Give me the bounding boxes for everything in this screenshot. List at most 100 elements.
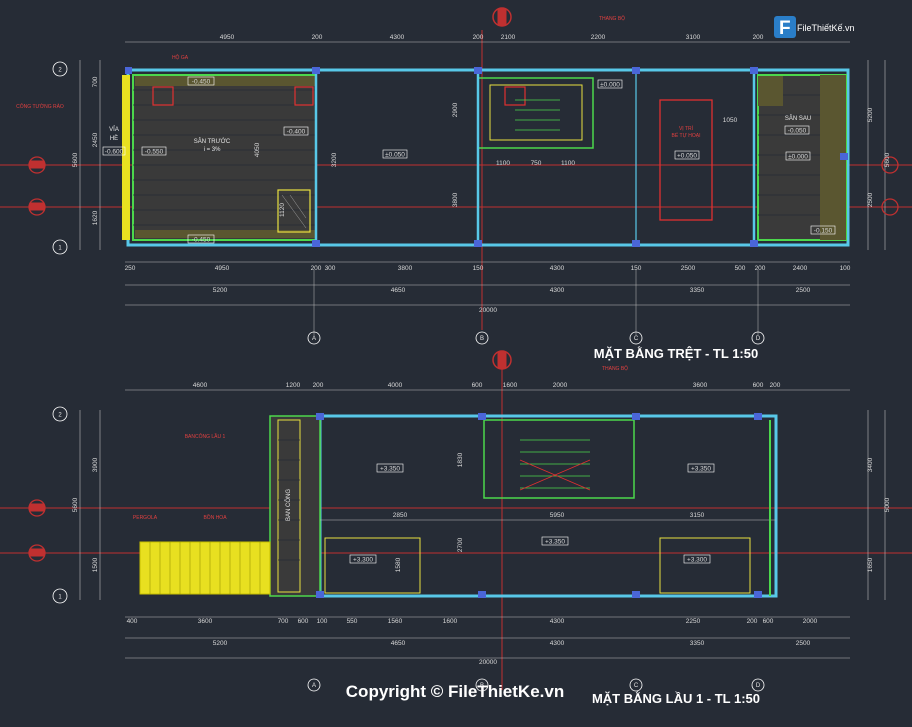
dim2-b1-7: 1560 xyxy=(388,618,403,625)
dim2-b1-6: 550 xyxy=(347,618,358,625)
grid-col-B-lower: B xyxy=(480,683,484,689)
dim-top-2: 200 xyxy=(312,34,323,41)
dim2-b1-5: 100 xyxy=(317,618,328,625)
dim2-top-6: 1600 xyxy=(503,382,518,389)
room-pergola: PERGOLA xyxy=(133,515,158,521)
site-logo: F FileThiếtKế.vn xyxy=(774,16,855,39)
ground-floor-plan: 2 1 A B C D 4950 200 4300 200 2100 2200 … xyxy=(0,7,912,361)
dim-left-total: 5600 xyxy=(72,152,79,167)
dim-b2-2: 4650 xyxy=(391,287,406,294)
inner-dim-6: 3200 xyxy=(331,152,338,167)
logo-brand-text: FileThiếtKế.vn xyxy=(797,23,855,33)
dim-top-1: 4950 xyxy=(220,34,235,41)
level-8: ±0.000 xyxy=(788,154,808,161)
grid-col-D: D xyxy=(756,336,761,342)
inner-dim-2: 750 xyxy=(531,160,542,167)
dim-top-8: 200 xyxy=(753,34,764,41)
dim-b2-1: 5200 xyxy=(213,287,228,294)
dim-b1-10: 500 xyxy=(735,265,746,272)
dim-b1-3: 200 xyxy=(311,265,322,272)
level-9: -0.150 xyxy=(814,228,833,235)
grid-col-C: C xyxy=(634,336,639,342)
dim2-b1-12: 600 xyxy=(763,618,774,625)
dim-b1-7: 4300 xyxy=(550,265,565,272)
note-stair: THANG BỘ xyxy=(599,15,625,22)
dim2-top-1: 4600 xyxy=(193,382,208,389)
dim-b2-4: 3350 xyxy=(690,287,705,294)
dim2-top-4: 4000 xyxy=(388,382,403,389)
inner2-dim-4: 2700 xyxy=(457,537,464,552)
septic-label-2: BỂ TỰ HOẠI xyxy=(672,132,701,139)
dim-left-3: 1620 xyxy=(92,210,99,225)
dim2-b1-1: 400 xyxy=(127,618,138,625)
dim-b1-9: 2500 xyxy=(681,265,696,272)
inner2-dim-6: 1580 xyxy=(395,557,402,572)
dim2-top-10: 200 xyxy=(770,382,781,389)
dim-total: 20000 xyxy=(479,307,497,314)
dim2-top-5: 600 xyxy=(472,382,483,389)
dim2-b2-4: 3350 xyxy=(690,640,705,647)
inner-dim-7: 2900 xyxy=(452,102,459,117)
dim-b1-4: 300 xyxy=(325,265,336,272)
dim2-b1-11: 200 xyxy=(747,618,758,625)
grid-col-A-lower: A xyxy=(312,683,316,689)
dim2-total: 20000 xyxy=(479,659,497,666)
dim-top-7: 3100 xyxy=(686,34,701,41)
dim-b2-3: 4300 xyxy=(550,287,565,294)
inner-dim-3: 1100 xyxy=(561,160,575,167)
level2-3: +3.350 xyxy=(691,466,711,473)
level-6: ±0.050 xyxy=(385,152,405,159)
dim2-left-1: 3900 xyxy=(92,457,99,472)
dim-left-1: 700 xyxy=(92,76,99,87)
dim2-b1-8: 1600 xyxy=(443,618,458,625)
dim2-b2-2: 4650 xyxy=(391,640,406,647)
dim-right-total: 5600 xyxy=(884,152,891,167)
grid-col-A: A xyxy=(312,336,316,342)
dim-top-5: 2100 xyxy=(501,34,516,41)
dim-b2-5: 2500 xyxy=(796,287,811,294)
sidewalk-label-1: VỈA xyxy=(109,126,119,133)
logo-mark-icon: F xyxy=(779,18,791,39)
septic-label-1: VỊ TRÍ xyxy=(679,125,694,132)
level2-5: +3.300 xyxy=(687,557,707,564)
dim2-right-2: 1650 xyxy=(867,557,874,572)
first-floor-title: MẶT BẰNG LẦU 1 - TL 1:50 xyxy=(592,691,760,706)
front-yard-slope: i = 3% xyxy=(204,147,222,153)
dim2-top-7: 2000 xyxy=(553,382,568,389)
level2-4: +3.300 xyxy=(353,557,373,564)
copyright-watermark: Copyright © FileThietKe.vn xyxy=(346,682,564,701)
note-fence: CÔNG TƯỜNG RÀO xyxy=(16,103,64,110)
level-4: -0.550 xyxy=(145,149,164,156)
dim-b1-1: 250 xyxy=(125,265,136,272)
dim2-right-total: 5000 xyxy=(884,497,891,512)
grid-col-C-lower: C xyxy=(634,683,639,689)
dim-top-4: 200 xyxy=(473,34,484,41)
dim2-b1-9: 4300 xyxy=(550,618,565,625)
dim-b1-12: 2400 xyxy=(793,265,808,272)
dim-top-6: 2200 xyxy=(591,34,606,41)
room-back-yard: SÂN SAU xyxy=(785,115,811,122)
level2-1: +3.350 xyxy=(380,466,400,473)
dim2-right-1: 3400 xyxy=(867,457,874,472)
note-flower-box: BỒN HOA xyxy=(203,514,227,521)
level2-2: +3.350 xyxy=(545,539,565,546)
grid-col-B: B xyxy=(480,336,484,342)
dim2-left-total: 5600 xyxy=(72,497,79,512)
dim2-b1-10: 2250 xyxy=(686,618,701,625)
dim-left-2: 2450 xyxy=(92,132,99,147)
dim-b1-5: 3800 xyxy=(398,265,413,272)
dim-b1-11: 200 xyxy=(755,265,766,272)
grid-row-1-label-lower: 1 xyxy=(58,595,62,601)
dim2-b1-3: 700 xyxy=(278,618,289,625)
level-1: -0.450 xyxy=(192,79,211,86)
dim2-b1-4: 600 xyxy=(298,618,309,625)
inner-dim-8: 3800 xyxy=(452,192,459,207)
grid-row-2-label: 2 xyxy=(58,68,62,74)
dim2-b1-13: 2000 xyxy=(803,618,818,625)
inner2-dim-1: 2850 xyxy=(393,512,408,519)
inner-dim-9: 1120 xyxy=(279,203,286,217)
inner-dim-5: 4050 xyxy=(254,142,261,157)
level-11: +0.050 xyxy=(677,153,697,160)
dim-right-2: 2500 xyxy=(867,192,874,207)
dim-b1-6: 150 xyxy=(473,265,484,272)
